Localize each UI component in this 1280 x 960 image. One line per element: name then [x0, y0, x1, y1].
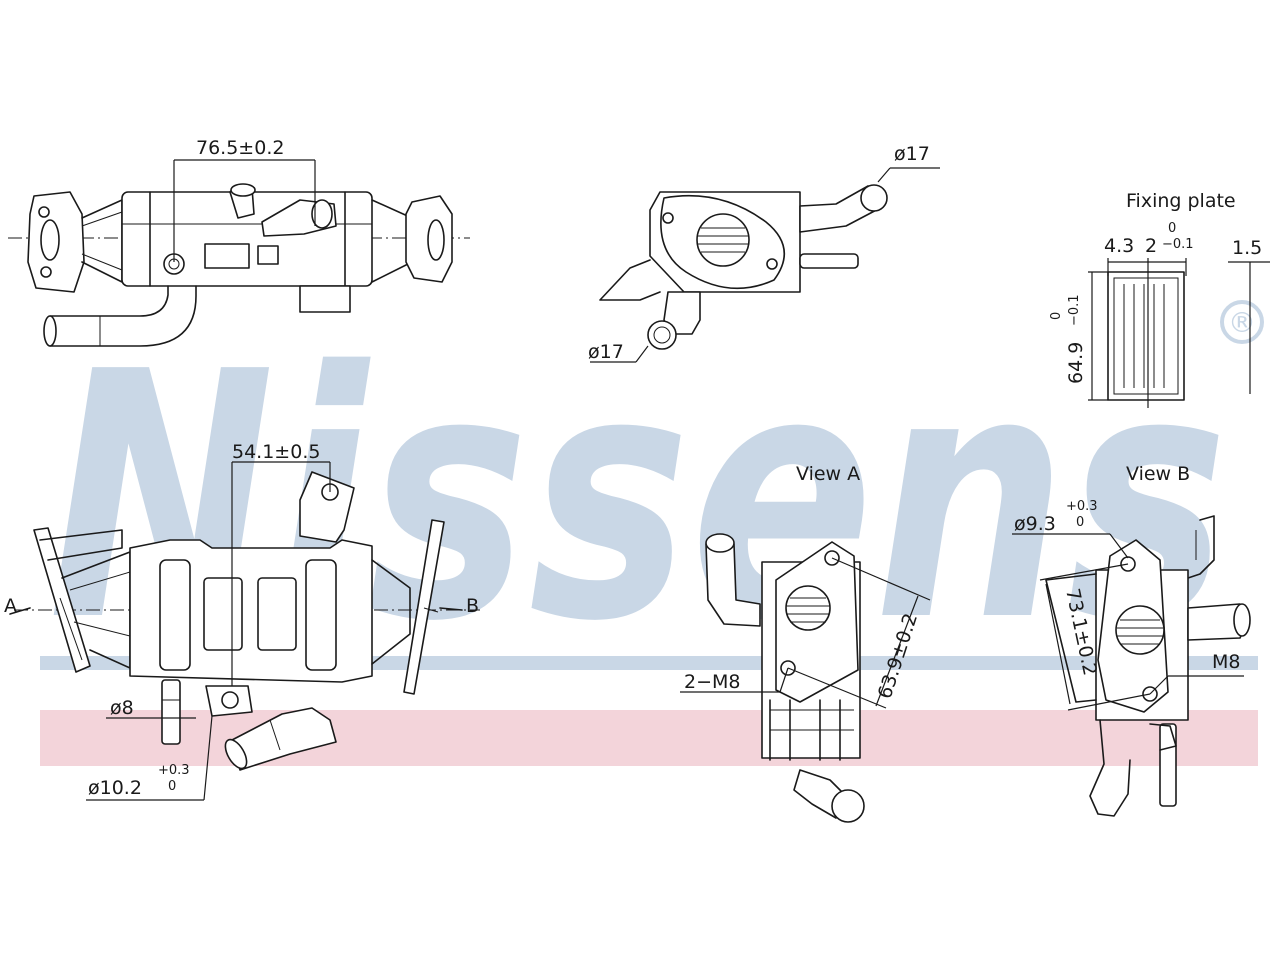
dim-d9-3-tol-upper: +0.3 [1066, 499, 1098, 514]
plate-height-tol-lower: −0.1 [1067, 294, 1082, 326]
dim-d10-2-tol-upper: +0.3 [158, 763, 190, 778]
fixing-plate-title: Fixing plate [1126, 190, 1236, 212]
plate-thickness-label: 1.5 [1232, 237, 1262, 259]
dim-d9-3-tol-lower: 0 [1076, 515, 1084, 530]
view-b-title: View B [1126, 463, 1190, 485]
thread-m8-label: M8 [1212, 651, 1240, 673]
fixing-plate-drawing: Fixing plate 4.3 2 0 −0.1 64.9 0 −0.1 1.… [1049, 190, 1270, 408]
plate-height-label: 64.9 [1065, 342, 1087, 384]
arrow-b-label: B [466, 595, 479, 617]
dim-d17-bottom-label: ø17 [588, 341, 624, 363]
dim-54-1-label: 54.1±0.5 [232, 441, 320, 463]
plate-width-b-label: 2 [1145, 235, 1157, 257]
dim-d10-2-label: ø10.2 [88, 777, 142, 799]
plate-height-tol-upper: 0 [1049, 312, 1064, 320]
side-view-drawing: ø17 ø17 [588, 143, 940, 363]
registered-mark-icon: ® [1228, 306, 1256, 339]
dim-d17-top-label: ø17 [894, 143, 930, 165]
top-view-drawing: 76.5±0.2 [8, 137, 470, 347]
dim-d10-2-tol-lower: 0 [168, 779, 176, 794]
plate-width-b-tol-lower: −0.1 [1162, 237, 1194, 252]
arrow-a-label: A [4, 595, 17, 617]
plate-width-b-tol-upper: 0 [1168, 221, 1176, 236]
plate-width-a-label: 4.3 [1104, 235, 1134, 257]
dim-d9-3-label: ø9.3 [1014, 513, 1056, 535]
dim-76-5-label: 76.5±0.2 [196, 137, 284, 159]
view-a-drawing: View A 63.9±0.2 2−M8 [680, 463, 931, 823]
view-a-title: View A [796, 463, 860, 485]
front-view-drawing: A B 54.1±0.5 ø8 [4, 441, 480, 801]
red-stripe [40, 710, 1258, 766]
thread-2m8-label: 2−M8 [684, 671, 741, 693]
registered-circle-icon [1220, 300, 1264, 344]
dim-d8-label: ø8 [110, 697, 134, 719]
